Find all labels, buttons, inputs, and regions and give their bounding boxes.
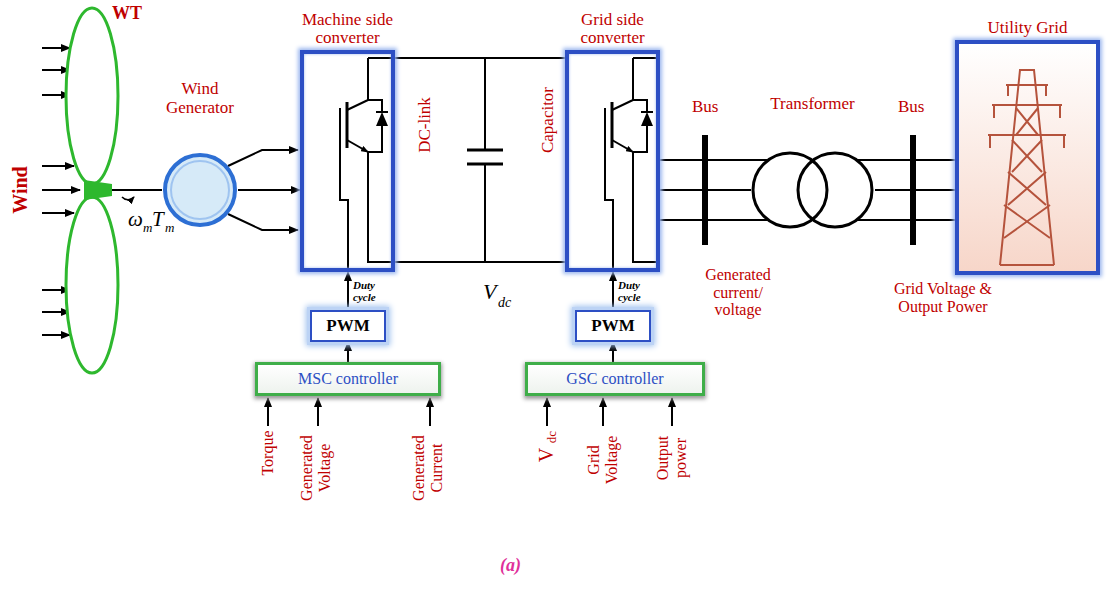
utility-grid-box: Utility Grid: [955, 40, 1100, 275]
node-heading: Transformer: [745, 95, 880, 114]
dc-link-capacitor: [395, 58, 565, 262]
transmission-tower: [959, 44, 1096, 271]
text-label: Grid Voltage: [585, 430, 620, 490]
text-label: Capacitor: [539, 87, 558, 153]
connector: [347, 272, 349, 310]
pwm-box: PWM: [310, 310, 386, 342]
node-heading: Utility Grid: [955, 19, 1100, 38]
node-text: MSC controller: [298, 370, 398, 388]
turbine-rotor: [66, 8, 162, 373]
text-label: Bus: [898, 98, 924, 117]
generator-ring: [171, 161, 229, 219]
converter-box: Machine side converter: [300, 50, 395, 272]
node-text: GSC controller: [566, 370, 663, 388]
edge-label: Duty cycle: [618, 279, 652, 303]
transformer-symbol: Transformer: [745, 95, 880, 232]
generator-ring: [165, 155, 235, 225]
text-label: Output power: [654, 430, 689, 486]
igbt-stroke: [612, 140, 633, 152]
text-label: DC-link: [416, 97, 435, 153]
connector: [612, 272, 614, 310]
controller-box: GSC controller: [525, 362, 705, 396]
input-arrows: [268, 398, 672, 426]
connector: [660, 189, 751, 191]
text-label: dc: [545, 431, 559, 443]
transformer-coil: [798, 153, 872, 227]
text-label: WT: [112, 4, 142, 24]
igbt-symbol: [340, 58, 395, 268]
controller-box: MSC controller: [255, 362, 441, 396]
transformer-coil: [753, 153, 827, 227]
node-text: PWM: [326, 316, 369, 336]
converter-box: Grid side converter: [565, 50, 660, 272]
text-label: Generated current/ voltage: [688, 266, 788, 319]
transformer-coils: [751, 150, 875, 230]
pwm-box: PWM: [575, 310, 651, 342]
text-label: dc: [498, 295, 511, 310]
text-label: Grid Voltage & Output Power: [893, 280, 993, 315]
connector: [238, 189, 300, 191]
connector: [875, 189, 955, 191]
igbt-stroke: [376, 112, 388, 126]
connector: [612, 342, 614, 362]
text-label: Wind: [9, 166, 31, 213]
edge-label: Duty cycle: [353, 279, 387, 303]
connector: [395, 57, 565, 59]
text-label: ω: [128, 208, 143, 231]
node-text: PWM: [591, 316, 634, 336]
text-label: Generated Voltage: [298, 430, 333, 506]
text-label: m: [165, 221, 174, 235]
text-label: V: [483, 280, 496, 304]
igbt-stroke: [340, 58, 395, 268]
generator-circle: [162, 152, 238, 228]
igbt-symbol: [605, 58, 660, 268]
text-label: V: [535, 448, 557, 462]
text-label: Bus: [692, 98, 718, 117]
text-label: Torque: [259, 430, 277, 475]
text-label: T: [152, 208, 164, 231]
three-phase-wires: [228, 150, 955, 230]
connector: [347, 342, 349, 362]
node-heading: Machine side converter: [292, 11, 404, 48]
text-label: Generated Current: [410, 430, 445, 506]
generator-circle: Wind Generator: [150, 80, 250, 230]
igbt-stroke: [605, 58, 660, 268]
igbt-stroke: [347, 140, 368, 152]
text-label: m: [143, 221, 152, 235]
node-heading: Grid side converter: [557, 11, 669, 48]
figure-caption: (a): [500, 556, 521, 576]
node-heading: Wind Generator: [155, 80, 245, 117]
igbt-stroke: [641, 112, 653, 126]
